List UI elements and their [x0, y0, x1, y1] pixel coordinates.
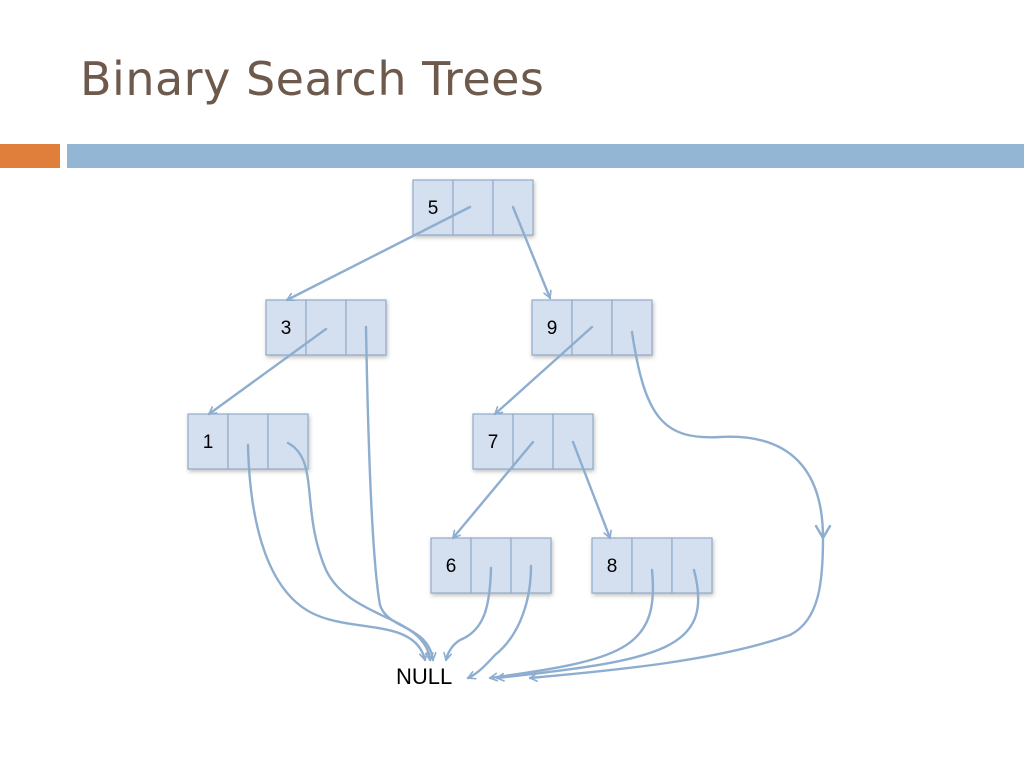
- node-label-3: 3: [281, 318, 292, 339]
- link-8-left-to-null: [488, 568, 655, 678]
- link-3-right-to-null: [364, 325, 433, 662]
- node-8-right-pointer-cell: [671, 537, 713, 594]
- link-8-right-to-null: [495, 568, 700, 678]
- node-label-9: 9: [547, 318, 558, 339]
- link-3-left-to-1: [207, 327, 328, 416]
- tree-node-8: [591, 537, 713, 594]
- link-1-left-to-null: [246, 443, 425, 662]
- link-5-right-to-9: [511, 205, 550, 300]
- node-8-value-cell: [591, 537, 633, 594]
- node-6-value-cell: [430, 537, 472, 594]
- node-label-1: 1: [203, 432, 214, 453]
- node-1-value-cell: [187, 413, 229, 470]
- node-3-value-cell: [265, 299, 307, 356]
- node-1-right-pointer-cell: [267, 413, 309, 470]
- node-label-8: 8: [607, 556, 618, 577]
- link-1-right-to-null: [286, 441, 430, 662]
- accent-bar-blue: [67, 144, 1024, 168]
- node-label-5: 5: [428, 198, 439, 219]
- node-7-value-cell: [472, 413, 514, 470]
- node-label-7: 7: [488, 432, 499, 453]
- link-6-left-to-null: [446, 566, 493, 662]
- link-7-left-to-6: [451, 440, 535, 540]
- link-9-right-down-arrow: [814, 524, 832, 540]
- link-6-right-to-null: [466, 564, 533, 678]
- node-9-value-cell: [531, 299, 573, 356]
- accent-bar-orange: [0, 144, 60, 168]
- node-3-left-pointer-cell: [305, 299, 347, 356]
- link-9-right-to-null: [528, 330, 825, 678]
- link-5-left-to-3: [285, 205, 472, 302]
- node-5-right-pointer-cell: [492, 179, 534, 236]
- link-7-right-to-8: [571, 440, 610, 540]
- node-5-left-pointer-cell: [452, 179, 494, 236]
- tree-node-1: [187, 413, 309, 470]
- tree-node-5: [412, 179, 534, 236]
- null-label: NULL: [396, 664, 452, 689]
- node-label-6: 6: [446, 556, 457, 577]
- slide-title: Binary Search Trees: [80, 52, 545, 106]
- link-9-left-to-7: [493, 325, 594, 416]
- node-9-right-pointer-cell: [611, 299, 653, 356]
